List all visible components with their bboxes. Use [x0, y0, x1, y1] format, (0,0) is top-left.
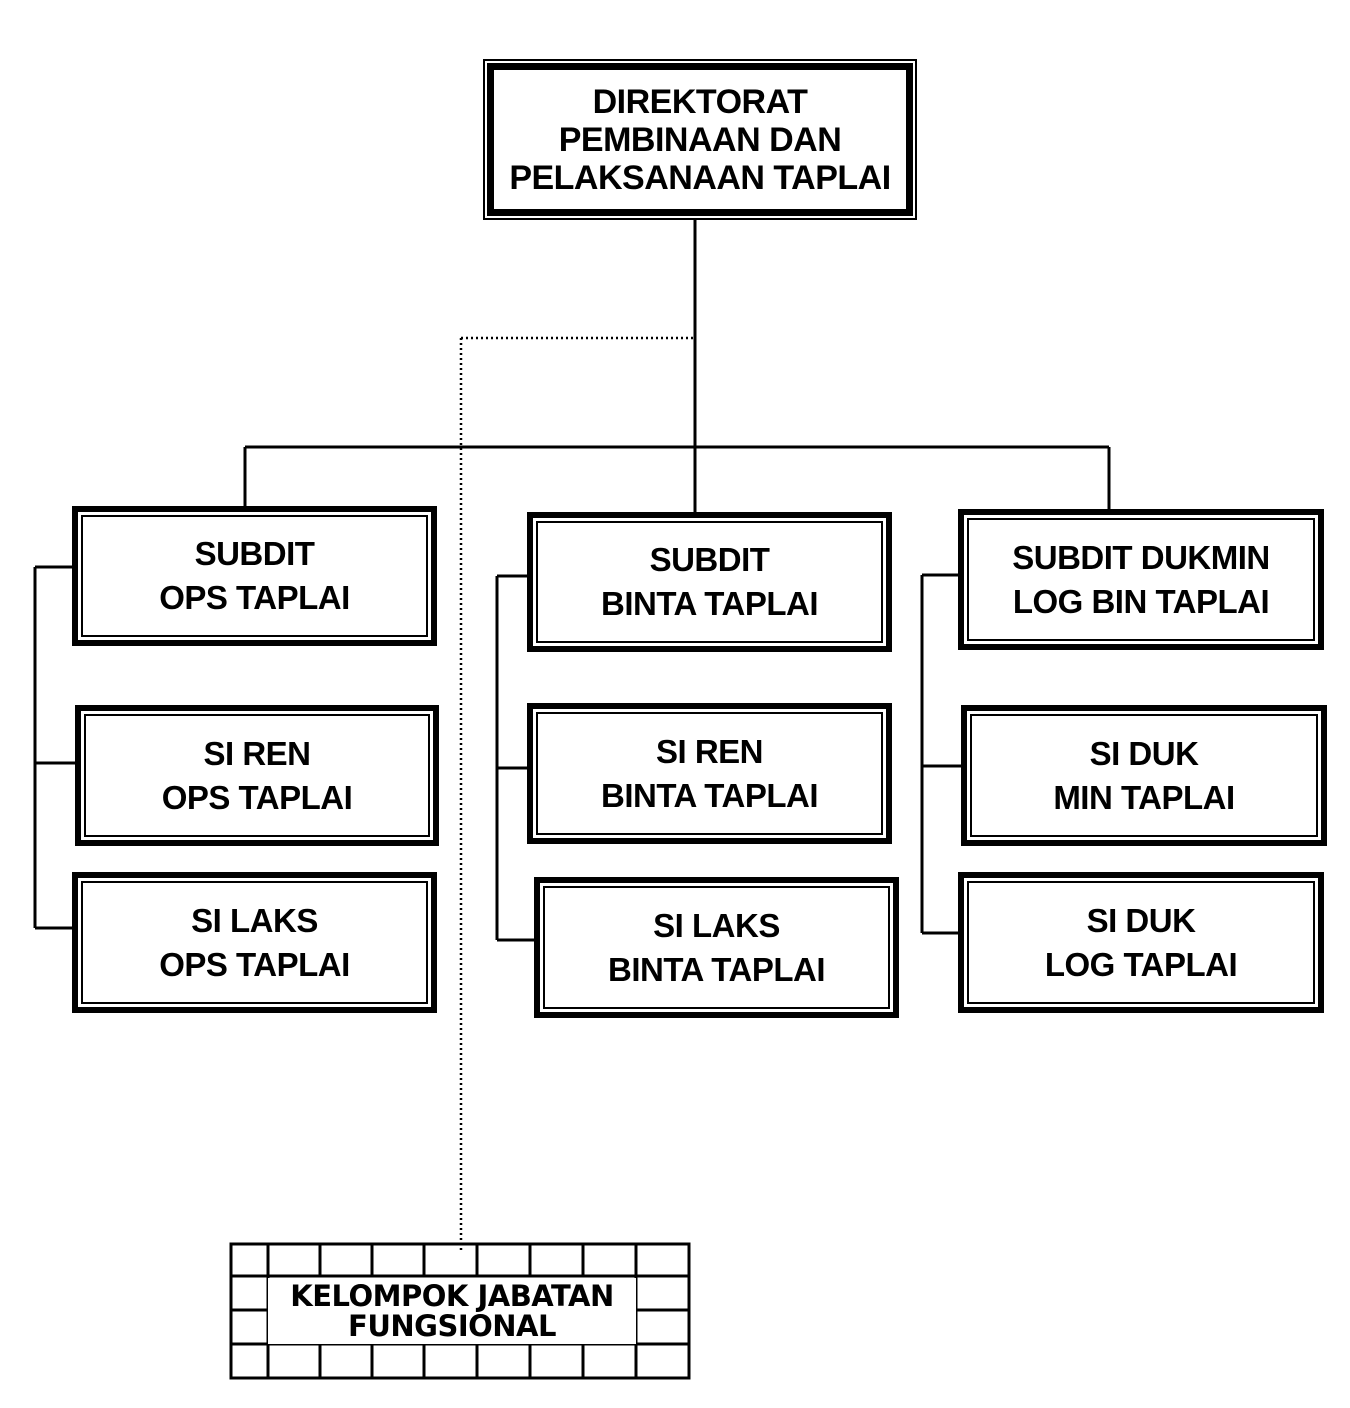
- functional-group-line-2: FUNGSIONAL: [348, 1309, 556, 1343]
- functional-grid: [229, 1242, 691, 1380]
- si-laks-ops-line-1: SI LAKS: [191, 901, 318, 939]
- functional-group-line-1: KELOMPOK JABATAN: [290, 1279, 614, 1313]
- si-ren-ops-line-1: SI REN: [203, 734, 311, 772]
- si-laks-binta-box: SI LAKS BINTA TAPLAI: [534, 877, 899, 1018]
- si-ren-ops-line-2: OPS TAPLAI: [161, 778, 353, 816]
- subdit-ops-taplai-box: SUBDIT OPS TAPLAI: [72, 506, 437, 646]
- si-laks-ops-box: SI LAKS OPS TAPLAI: [72, 872, 437, 1013]
- subdit-binta-taplai-box: SUBDIT BINTA TAPLAI: [527, 512, 892, 652]
- director-line-1: DIREKTORAT: [592, 82, 808, 121]
- si-ren-ops-box: SI REN OPS TAPLAI: [75, 705, 439, 846]
- subdit-dukmin-line-2: LOG BIN TAPLAI: [1012, 582, 1270, 620]
- si-duk-min-box: SI DUK MIN TAPLAI: [961, 705, 1327, 846]
- si-ren-binta-box: SI REN BINTA TAPLAI: [527, 703, 892, 844]
- director-line-2: PEMBINAAN DAN: [558, 120, 842, 159]
- si-laks-ops-line-2: OPS TAPLAI: [159, 945, 350, 983]
- si-ren-binta-line-2: BINTA TAPLAI: [600, 776, 819, 814]
- si-ren-binta-line-1: SI REN: [655, 732, 764, 770]
- si-duk-log-box: SI DUK LOG TAPLAI: [958, 872, 1324, 1013]
- subdit-binta-line-1: SUBDIT: [649, 541, 770, 578]
- si-duk-min-line-2: MIN TAPLAI: [1053, 778, 1235, 816]
- si-duk-min-line-1: SI DUK: [1089, 734, 1199, 772]
- si-laks-binta-line-2: BINTA TAPLAI: [607, 950, 826, 988]
- director-box: DIREKTORAT PEMBINAAN DAN PELAKSANAAN TAP…: [483, 59, 917, 220]
- functional-group-label: KELOMPOK JABATAN FUNGSIONAL: [268, 1278, 636, 1344]
- subdit-ops-line-2: OPS TAPLAI: [159, 579, 350, 616]
- subdit-ops-line-1: SUBDIT: [194, 535, 315, 572]
- director-line-3: PELAKSANAAN TAPLAI: [509, 158, 891, 197]
- subdit-dukmin-line-1: SUBDIT DUKMIN: [1012, 538, 1270, 576]
- subdit-dukmin-log-box: SUBDIT DUKMIN LOG BIN TAPLAI: [958, 509, 1324, 650]
- si-duk-log-line-1: SI DUK: [1086, 901, 1196, 939]
- subdit-binta-line-2: BINTA TAPLAI: [600, 585, 819, 622]
- si-duk-log-line-2: LOG TAPLAI: [1044, 945, 1238, 983]
- si-laks-binta-line-1: SI LAKS: [653, 906, 780, 944]
